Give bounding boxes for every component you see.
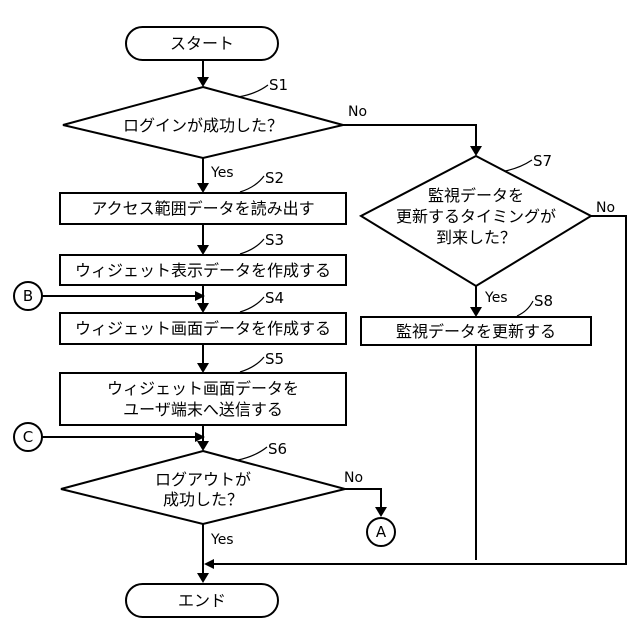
- step-label-s5: S5: [265, 350, 284, 368]
- s7-no-label: No: [596, 200, 615, 216]
- decision-s6-line-2: 成功した？: [163, 490, 243, 509]
- process-s2: アクセス範囲データを読み出す: [60, 193, 346, 224]
- s6-yes-label: Yes: [210, 532, 234, 548]
- process-s8-text: 監視データを更新する: [396, 322, 556, 341]
- process-s5-line-1: ウィジェット画面データを: [107, 379, 299, 398]
- process-s3-text: ウィジェット表示データを作成する: [75, 261, 331, 280]
- step-label-s4: S4: [265, 289, 284, 307]
- decision-s1: ログインが成功した？: [63, 87, 343, 158]
- decision-s7: 監視データを 更新するタイミングが 到来した？: [361, 156, 591, 286]
- s1-no-label: No: [348, 104, 367, 120]
- step-label-s8: S8: [534, 292, 553, 310]
- decision-s7-line-2: 更新するタイミングが: [396, 207, 556, 226]
- decision-s1-text: ログインが成功した？: [123, 116, 283, 135]
- process-s3: ウィジェット表示データを作成する: [60, 255, 346, 285]
- step-label-s2: S2: [265, 169, 284, 187]
- s1-yes-label: Yes: [210, 165, 234, 181]
- process-s5: ウィジェット画面データを ユーザ端末へ送信する: [60, 373, 346, 425]
- process-s4: ウィジェット画面データを作成する: [60, 313, 346, 344]
- step-label-s3: S3: [265, 231, 284, 249]
- connector-b-label: B: [23, 287, 33, 305]
- decision-s6: ログアウトが 成功した？: [61, 451, 345, 524]
- step-label-s6: S6: [268, 440, 287, 458]
- decision-s6-line-1: ログアウトが: [155, 470, 251, 489]
- step-label-s1: S1: [269, 76, 288, 94]
- s6-no-label: No: [344, 470, 363, 486]
- connector-c: C: [14, 423, 42, 451]
- process-s8: 監視データを更新する: [361, 317, 591, 345]
- connector-b: B: [14, 282, 42, 310]
- s7-yes-label: Yes: [484, 290, 508, 306]
- step-label-s7: S7: [533, 152, 552, 170]
- decision-s7-line-1: 監視データを: [428, 186, 524, 205]
- process-s4-text: ウィジェット画面データを作成する: [75, 319, 331, 338]
- end-label: エンド: [178, 591, 226, 610]
- connector-a-label: A: [376, 523, 387, 541]
- start-label: スタート: [170, 34, 234, 53]
- connector-c-label: C: [23, 428, 33, 446]
- process-s2-text: アクセス範囲データを読み出す: [91, 199, 314, 218]
- process-s5-line-2: ユーザ端末へ送信する: [123, 400, 283, 419]
- end-terminal: エンド: [126, 584, 278, 617]
- decision-s7-line-3: 到来した？: [436, 228, 516, 247]
- start-terminal: スタート: [126, 27, 278, 60]
- connector-a: A: [367, 518, 395, 546]
